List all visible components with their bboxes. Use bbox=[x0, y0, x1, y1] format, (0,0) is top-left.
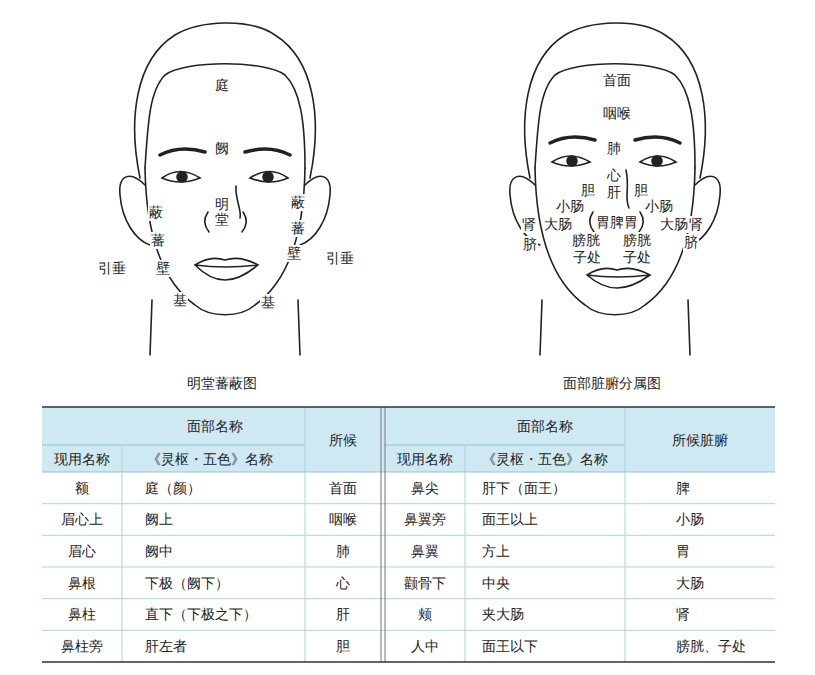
face-label: 引垂 bbox=[325, 250, 355, 267]
table-cell: 中央 bbox=[482, 575, 510, 592]
face-label: 肾 bbox=[688, 216, 704, 233]
table-cell: 直下（下极之下） bbox=[145, 606, 257, 623]
table-cell: 肝下（面王） bbox=[482, 480, 566, 497]
face-label: 壁 bbox=[286, 245, 302, 262]
table-cell: 阙中 bbox=[145, 543, 173, 560]
face-label: 脐 bbox=[683, 234, 699, 251]
table-cell: 《灵枢・五色》名称 bbox=[482, 451, 608, 468]
table-cell: 肝左者 bbox=[145, 638, 187, 655]
table-cell: 人中 bbox=[411, 638, 439, 655]
right-face bbox=[510, 23, 720, 355]
face-label: 壁 bbox=[155, 260, 171, 277]
face-label: 基 bbox=[172, 292, 188, 309]
face-label: 大肠 bbox=[659, 216, 689, 233]
face-label: 咽喉 bbox=[602, 105, 632, 122]
table-cell: 胆 bbox=[336, 638, 350, 655]
table-cell: 鼻尖 bbox=[411, 480, 439, 497]
face-label: 心 bbox=[606, 167, 622, 184]
face-label: 膀胱 bbox=[622, 232, 652, 249]
table-cell: 膀胱、子处 bbox=[676, 638, 746, 655]
face-label: 膀胱 bbox=[571, 232, 601, 249]
face-label: 小肠 bbox=[644, 198, 674, 215]
table-cell: 咽喉 bbox=[329, 511, 357, 528]
table-cell: 所候脏腑 bbox=[672, 432, 728, 449]
face-label: 首面 bbox=[602, 72, 632, 89]
table-cell: 鼻翼旁 bbox=[404, 511, 446, 528]
table-cell: 颊 bbox=[418, 606, 432, 623]
table-cell: 眉心 bbox=[68, 543, 96, 560]
left-face bbox=[120, 23, 330, 355]
table-cell: 现用名称 bbox=[397, 451, 453, 468]
face-label: 蔽 bbox=[290, 194, 306, 211]
table-cell: 肾 bbox=[676, 606, 690, 623]
face-label: 阙 bbox=[214, 140, 230, 157]
table-cell: 鼻翼 bbox=[411, 543, 439, 560]
face-label: 基 bbox=[260, 294, 276, 311]
table-cell: 面王以下 bbox=[482, 638, 538, 655]
face-label: 明堂 bbox=[214, 197, 230, 228]
table-cell: 面部名称 bbox=[187, 418, 243, 435]
face-label: 蕃 bbox=[290, 220, 306, 237]
table-cell: 大肠 bbox=[676, 575, 704, 592]
face-label: 蔽 bbox=[148, 204, 164, 221]
face-label: 蕃 bbox=[150, 232, 166, 249]
face-label: 子处 bbox=[622, 249, 652, 266]
table-grid bbox=[42, 407, 775, 662]
face-label: 明堂蕃蔽图 bbox=[187, 375, 257, 392]
table-cell: 下极（阙下） bbox=[145, 575, 229, 592]
table-cell: 脾 bbox=[676, 480, 690, 497]
table-cell: 额 bbox=[75, 480, 89, 497]
table-cell: 面部名称 bbox=[517, 418, 573, 435]
face-label: 引垂 bbox=[97, 260, 127, 277]
table-cell: 面王以上 bbox=[482, 511, 538, 528]
face-label: 肾 bbox=[521, 216, 537, 233]
face-label: 脐 bbox=[522, 236, 538, 253]
table-cell: 眉心上 bbox=[61, 511, 103, 528]
table-cell: 阙上 bbox=[145, 511, 173, 528]
face-label: 胃 bbox=[623, 214, 639, 231]
face-label: 胆 bbox=[633, 182, 649, 199]
face-label: 胆 bbox=[580, 182, 596, 199]
face-label: 庭 bbox=[214, 77, 230, 94]
table-cell: 颧骨下 bbox=[404, 575, 446, 592]
face-label: 肺 bbox=[606, 140, 622, 157]
face-label: 小肠 bbox=[555, 198, 585, 215]
table-cell: 首面 bbox=[329, 480, 357, 497]
table-cell: 《灵枢・五色》名称 bbox=[147, 451, 273, 468]
table-cell: 鼻柱旁 bbox=[61, 638, 103, 655]
table-cell: 肺 bbox=[336, 543, 350, 560]
table-cell: 现用名称 bbox=[54, 451, 110, 468]
face-label: 子处 bbox=[572, 249, 602, 266]
table-cell: 庭（颜） bbox=[145, 480, 201, 497]
table-cell: 鼻根 bbox=[68, 575, 96, 592]
table-cell: 肝 bbox=[336, 606, 350, 623]
table-cell: 小肠 bbox=[676, 511, 704, 528]
face-label: 面部脏腑分属图 bbox=[563, 375, 661, 392]
face-label: 大肠 bbox=[543, 216, 573, 233]
table-cell: 鼻柱 bbox=[68, 606, 96, 623]
table-cell: 夹大肠 bbox=[482, 606, 524, 623]
table-cell: 心 bbox=[336, 575, 350, 592]
face-label: 肝 bbox=[606, 184, 622, 201]
table-cell: 胃 bbox=[676, 543, 690, 560]
table-cell: 方上 bbox=[482, 543, 510, 560]
table-cell: 所候 bbox=[329, 432, 357, 449]
